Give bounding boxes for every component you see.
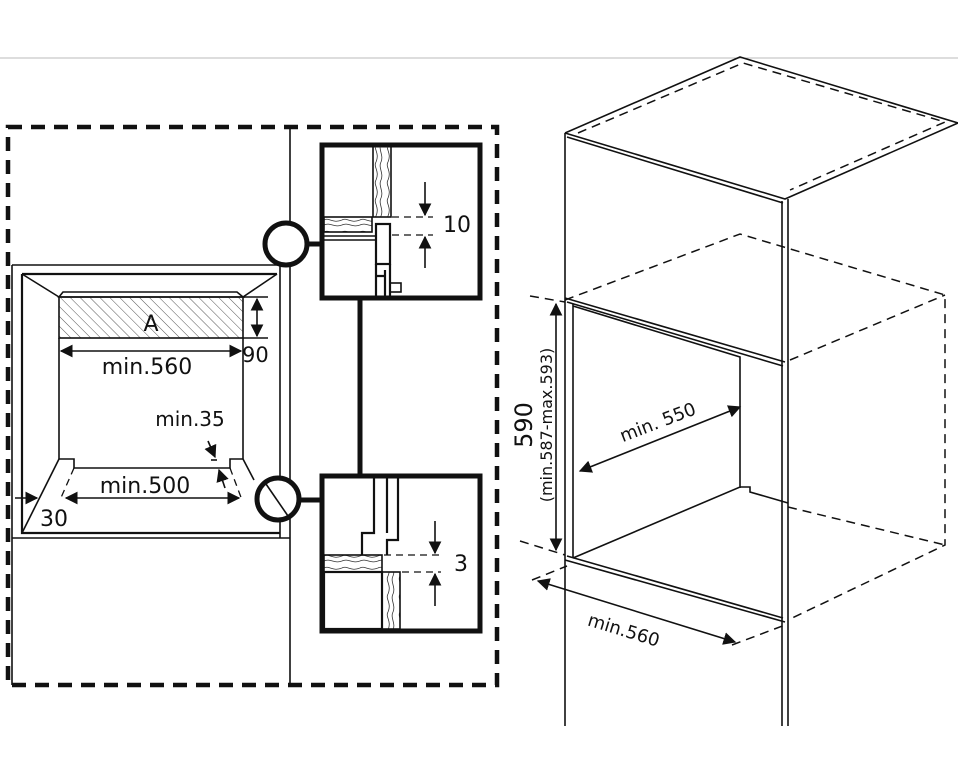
width-560-arrow-cabinet bbox=[536, 578, 737, 645]
zone-a-hatch bbox=[58, 296, 244, 339]
callout-circle-bottom bbox=[254, 475, 302, 523]
height-label: 590 bbox=[510, 402, 538, 448]
oven-tray bbox=[59, 458, 243, 469]
height-range-label: (min.587-max.593) bbox=[537, 348, 556, 503]
cabinet-top bbox=[564, 56, 958, 200]
front-view: A 90 min.560 min.35 min.500 30 bbox=[5, 124, 500, 688]
height-top-label: 90 bbox=[242, 343, 269, 367]
gap-10-label: 10 bbox=[443, 213, 471, 238]
cabinet-view: 590 (min.587-max.593) min. 550 min.560 bbox=[510, 56, 958, 726]
oven-outline-dashed bbox=[564, 233, 946, 621]
depth-550-arrow bbox=[578, 405, 742, 473]
width-top-label: min.560 bbox=[102, 355, 192, 380]
dashed-boundary bbox=[5, 124, 500, 688]
gap-3-label: 3 bbox=[454, 552, 468, 577]
callout-circle-top bbox=[262, 220, 310, 268]
zone-a-label: A bbox=[143, 312, 158, 337]
depth-side-label: 30 bbox=[40, 507, 68, 532]
gap-side-label: min.35 bbox=[155, 407, 225, 431]
detail-top: 10 bbox=[319, 142, 483, 301]
width-bottom-label: min.500 bbox=[100, 474, 190, 499]
detail-bottom: 3 bbox=[319, 473, 483, 634]
